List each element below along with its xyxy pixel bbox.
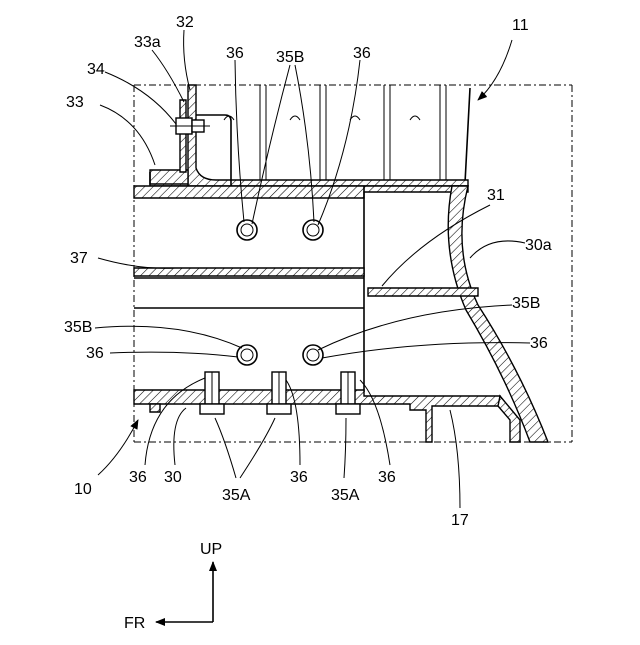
label-34: 34 bbox=[87, 61, 105, 78]
label-35A-left: 35A bbox=[222, 487, 251, 504]
label-30a: 30a bbox=[525, 237, 552, 254]
label-up: UP bbox=[200, 541, 222, 558]
label-33a: 33a bbox=[134, 34, 161, 51]
label-36-bottom-3: 36 bbox=[378, 469, 396, 486]
label-10: 10 bbox=[74, 481, 92, 498]
label-36-bottom-2: 36 bbox=[290, 469, 308, 486]
label-35A-right: 35A bbox=[331, 487, 360, 504]
label-36-right: 36 bbox=[530, 335, 548, 352]
hole-upper-left bbox=[237, 220, 257, 240]
label-36-bottom-1: 36 bbox=[129, 469, 147, 486]
lower-deck-30 bbox=[134, 390, 520, 442]
hole-lower-right bbox=[303, 345, 323, 365]
label-37: 37 bbox=[70, 250, 88, 267]
label-35B-left: 35B bbox=[64, 319, 92, 336]
label-30: 30 bbox=[164, 469, 182, 486]
top-flange-32 bbox=[150, 85, 468, 186]
label-11: 11 bbox=[512, 17, 529, 34]
label-33: 33 bbox=[66, 94, 84, 111]
label-36-left: 36 bbox=[86, 345, 104, 362]
hole-upper-right bbox=[303, 220, 323, 240]
upper-deck bbox=[134, 186, 468, 198]
upper-casing-11 bbox=[194, 85, 470, 183]
label-36-top-right: 36 bbox=[353, 45, 371, 62]
bracket-31 bbox=[368, 288, 478, 296]
label-36-top-left: 36 bbox=[226, 45, 244, 62]
label-32: 32 bbox=[176, 14, 194, 31]
label-fr: FR bbox=[124, 615, 145, 632]
plate-37 bbox=[134, 268, 364, 308]
direction-indicator: UP FR bbox=[124, 541, 222, 632]
label-35B-right: 35B bbox=[512, 295, 540, 312]
label-35B-top: 35B bbox=[276, 49, 304, 66]
label-31: 31 bbox=[487, 187, 505, 204]
hole-lower-left bbox=[237, 345, 257, 365]
label-17: 17 bbox=[451, 512, 469, 529]
